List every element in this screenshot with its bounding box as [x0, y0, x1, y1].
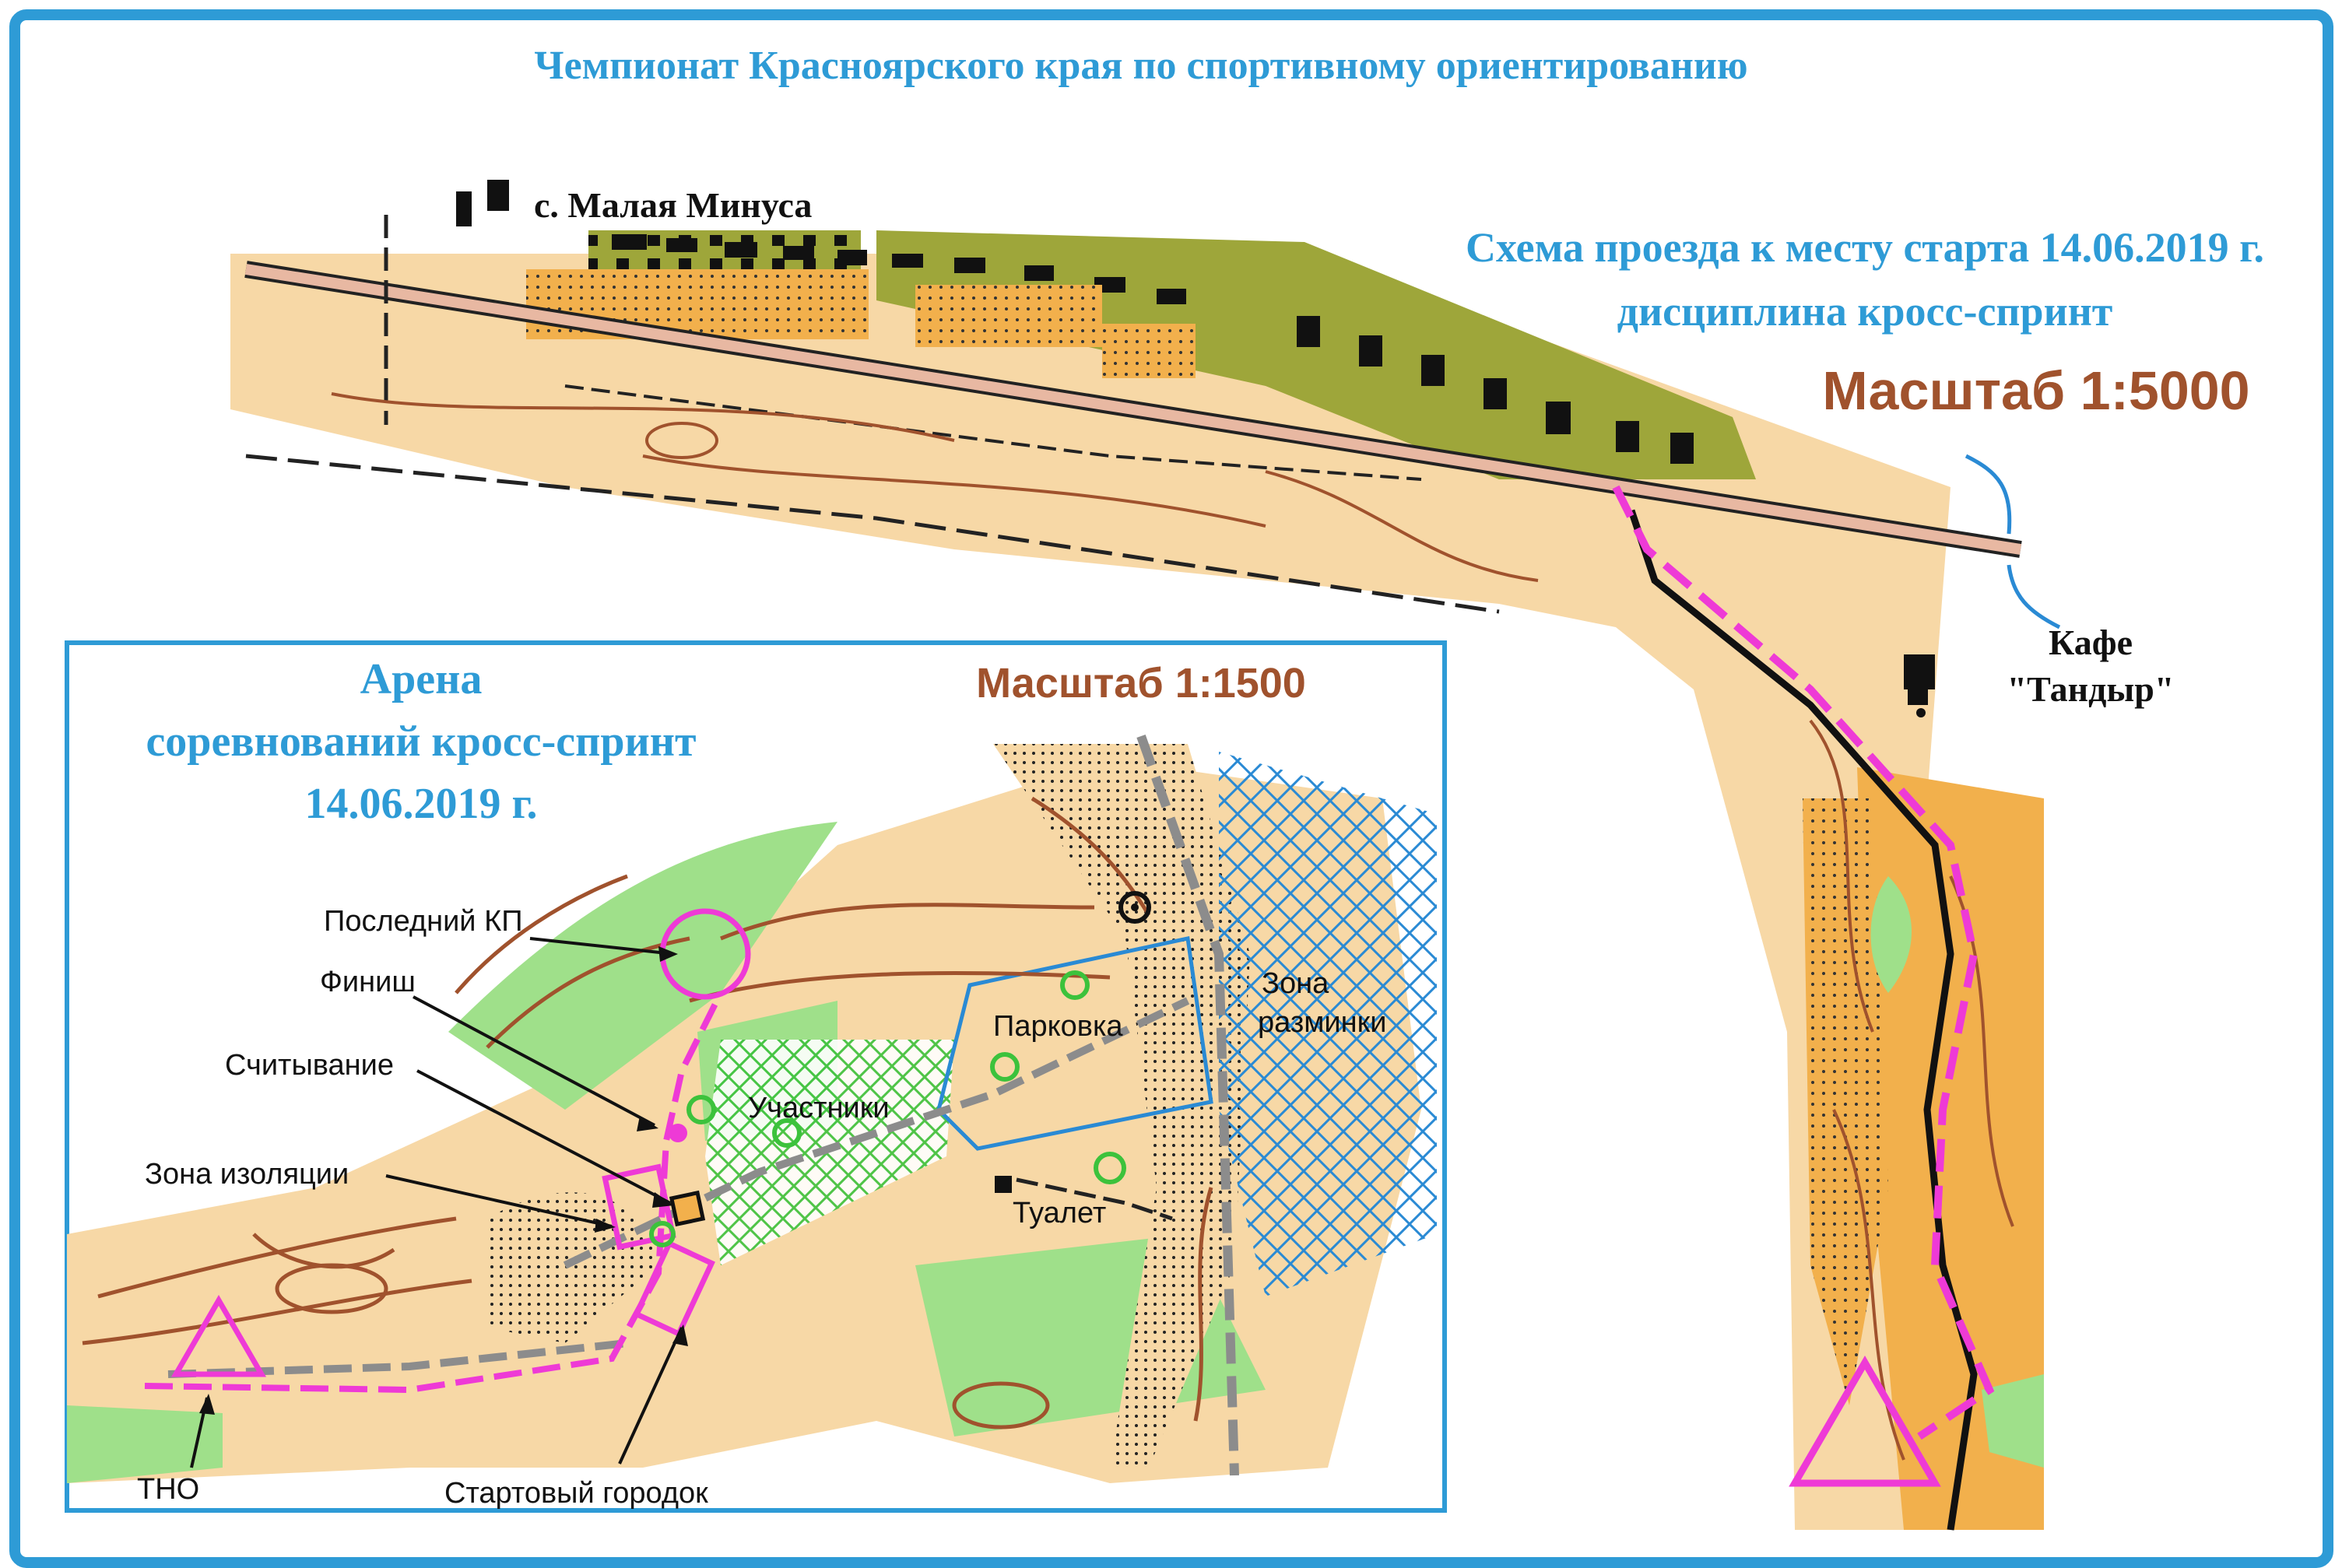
rough-terrain-dots: [1803, 798, 1888, 1405]
water-arrow-icon: [1965, 454, 2012, 535]
inset-gray-track: [1136, 734, 1239, 1476]
leader-arrowheads: [199, 946, 688, 1415]
main-map: [230, 180, 2061, 1531]
route-scheme-line1: Схема проезда к месту старта 14.06.2019 …: [1466, 224, 2264, 271]
main-road-fill: [244, 264, 2022, 555]
parking-outline: [936, 935, 1213, 1151]
inset-heading-line1: Арена: [360, 655, 483, 703]
label-warmup-line2: разминки: [1258, 1006, 1386, 1039]
water-arrow-icon: [2007, 564, 2061, 630]
inset-black-path: [1016, 1177, 1173, 1221]
toilet-square-icon: [995, 1176, 1012, 1193]
yard-area: [915, 285, 1102, 347]
label-participants: Участники: [748, 1092, 890, 1124]
cafe-label-line2: "Тандыр": [2007, 669, 2175, 709]
map-frame: Чемпионат Красноярского края по спортивн…: [9, 9, 2333, 1568]
inset-forest: [448, 822, 837, 1110]
village-label: с. Малая Минуса: [534, 185, 812, 225]
orienteering-map: Чемпионат Красноярского края по спортивн…: [65, 44, 2264, 1531]
label-last-cp: Последний КП: [324, 905, 523, 938]
route-to-start: [1612, 485, 1995, 1440]
inset-heading-line2: соревнований кросс-спринт: [146, 717, 696, 766]
inset-contours: [82, 796, 1213, 1429]
forest-patch: [1870, 876, 1912, 993]
page-title: Чемпионат Красноярского края по спортивн…: [534, 44, 1747, 88]
inset-scale: Масштаб 1:1500: [976, 660, 1306, 707]
village-label-box: с. Малая Минуса: [528, 184, 864, 229]
label-parking: Парковка: [993, 1010, 1123, 1043]
finish-circle-icon: [669, 1124, 687, 1142]
route-scheme-line2: дисциплина кросс-спринт: [1617, 288, 2113, 335]
warmup-zone-hatch: [1219, 752, 1437, 1296]
label-finish: Финиш: [320, 966, 416, 998]
village-buildings: [456, 180, 1694, 464]
main-contours: [331, 392, 2014, 1461]
track-line: [564, 384, 1422, 481]
label-start-town: Стартовый городок: [444, 1477, 708, 1510]
label-readout: Считывание: [225, 1049, 394, 1082]
inset-gray-track: [563, 997, 1190, 1269]
cafe-building-icon: [1904, 654, 1935, 717]
arena-inset: [65, 640, 1447, 1513]
start-triangle-icon: [170, 1295, 267, 1377]
label-toilet: Туалет: [1013, 1197, 1106, 1229]
label-warmup-line1: Зона: [1262, 967, 1329, 1000]
control-circle-icon: [1118, 891, 1151, 924]
main-scale: Масштаб 1:5000: [1822, 360, 2249, 421]
cafe-label-line1: Кафе: [2049, 623, 2133, 662]
green-markers: [649, 970, 1126, 1247]
inset-heading-line3: 14.06.2019 г.: [304, 780, 537, 828]
readout-box: [669, 1190, 706, 1227]
track-line: [245, 454, 1500, 614]
start-town-box: [633, 1240, 715, 1338]
inset-rough-dotted: [993, 744, 1250, 1468]
label-isolation: Зона изоляции: [145, 1158, 349, 1191]
forest-patch: [1982, 1374, 2044, 1468]
yard-area: [1102, 324, 1196, 378]
start-triangle-icon: [1789, 1356, 1941, 1487]
inset-forest: [67, 1405, 223, 1483]
leader-lines: [190, 937, 683, 1468]
main-map-terrain: [230, 254, 1974, 1530]
label-tno: ТНО: [137, 1473, 199, 1506]
